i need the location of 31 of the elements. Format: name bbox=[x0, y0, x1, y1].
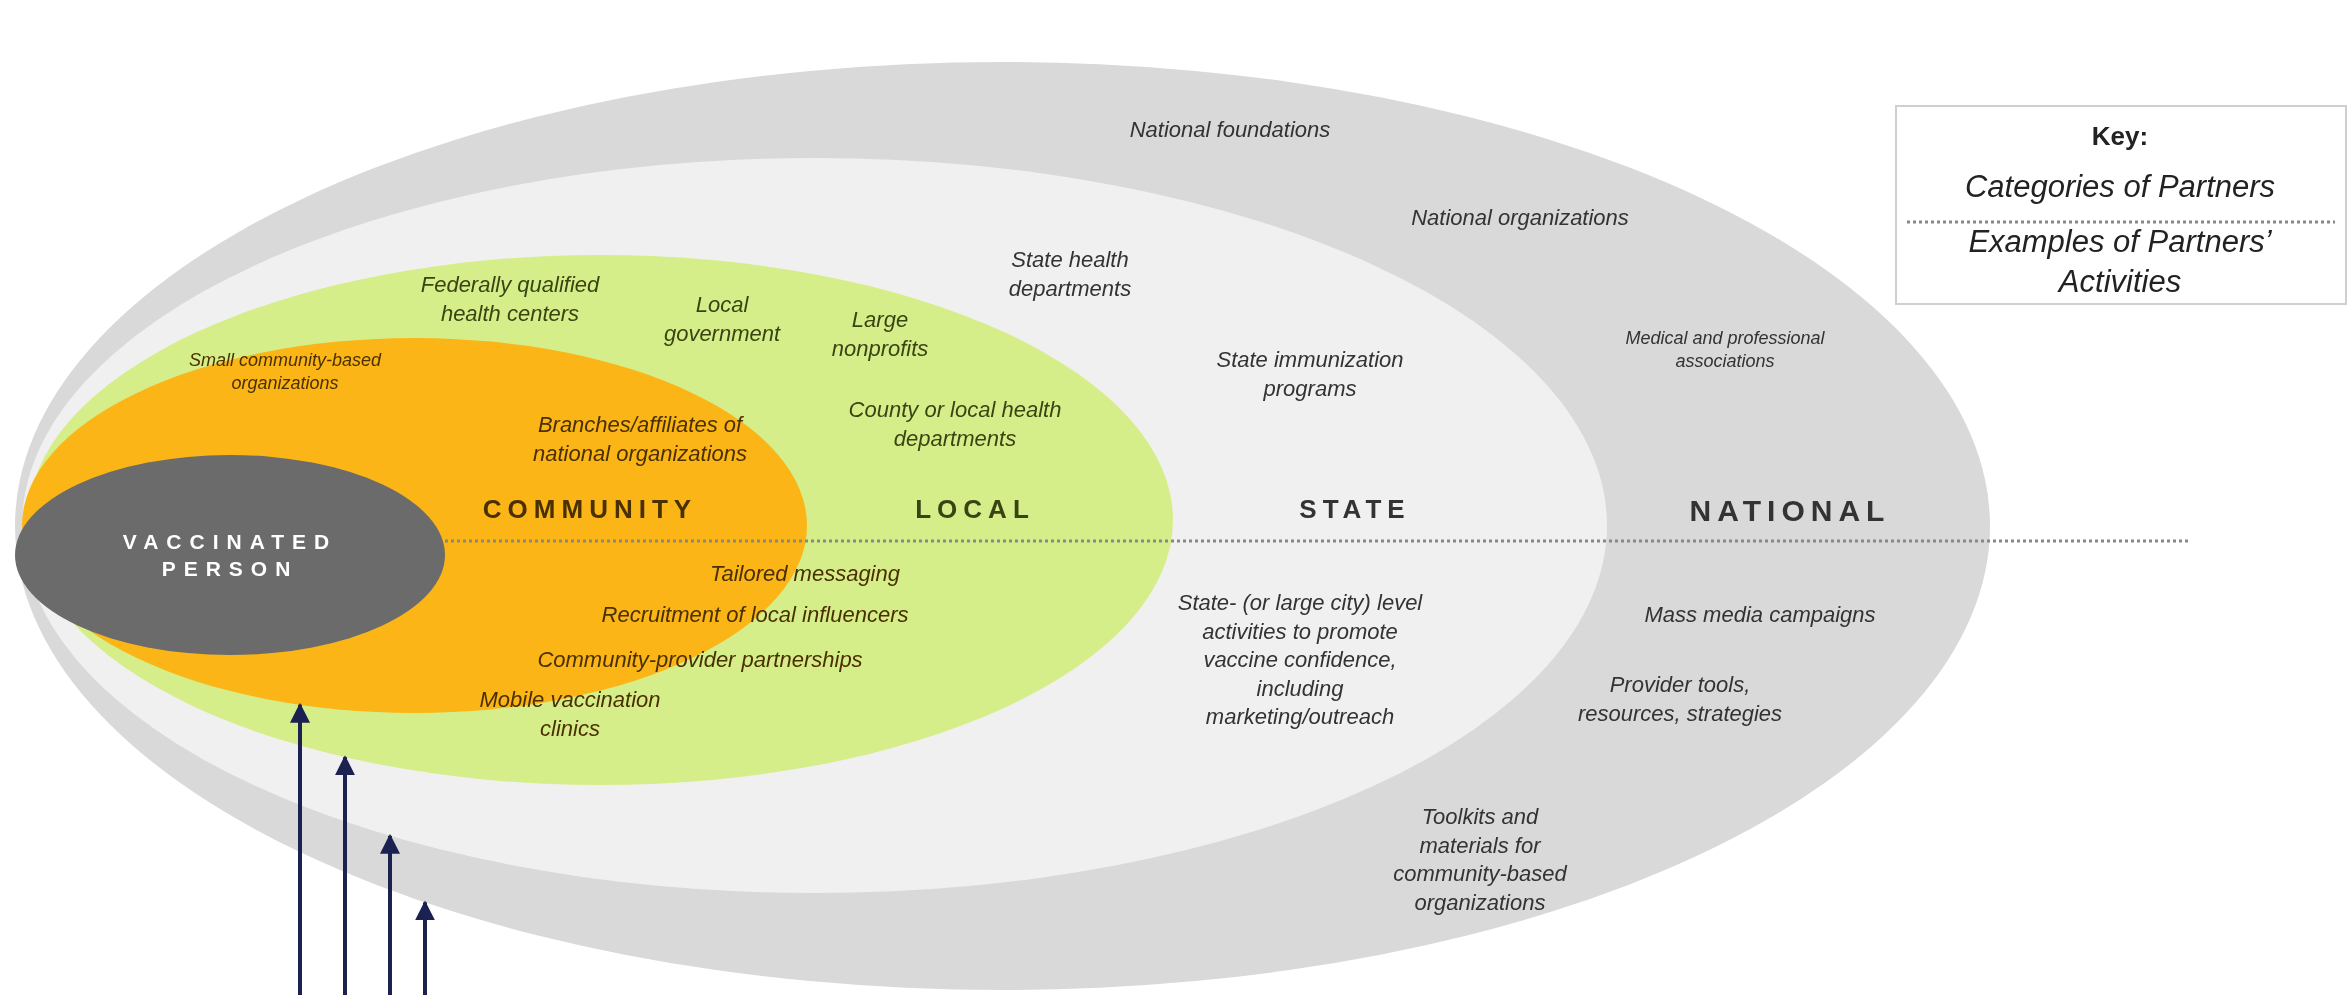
arrow bbox=[290, 702, 310, 995]
partner-category-text: Medical and professional associations bbox=[1624, 326, 1826, 373]
arrow bbox=[415, 900, 435, 995]
activity-text: Mobile vaccination clinics bbox=[478, 686, 662, 743]
activity-text: Mass media campaigns bbox=[1644, 600, 1876, 629]
activity-text: Provider tools, resources, strategies bbox=[1576, 671, 1784, 728]
level-label: NATIONAL bbox=[1689, 492, 1891, 529]
key-entry: Examples of Partners’ Activities bbox=[1967, 222, 2273, 301]
partner-category-text: County or local health departments bbox=[847, 396, 1063, 453]
person-ellipse bbox=[15, 455, 445, 655]
partner-category-text: Large nonprofits bbox=[830, 306, 930, 363]
level-label: COMMUNITY bbox=[482, 493, 698, 527]
partner-category-text: Branches/affiliates of national organizations bbox=[531, 411, 748, 468]
activity-text: Tailored messaging bbox=[710, 559, 900, 588]
key-entry: Categories of Partners bbox=[1964, 167, 2276, 206]
partner-category-text: National foundations bbox=[1129, 115, 1331, 144]
arrow bbox=[380, 833, 400, 995]
partner-category-text: State health departments bbox=[1007, 246, 1133, 303]
activity-text: State- (or large city) level activities to promote vaccine confidence, including marketing/outreach bbox=[1176, 588, 1424, 731]
arrow bbox=[335, 755, 355, 995]
key-box bbox=[1895, 105, 2347, 305]
level-label: STATE bbox=[1299, 493, 1411, 527]
partner-category-text: State immunization programs bbox=[1215, 346, 1405, 403]
key-heading: Key: bbox=[2091, 120, 2149, 154]
partner-category-text: Small community-based organizations bbox=[187, 348, 383, 395]
activity-text: Toolkits and materials for community-based organizations bbox=[1392, 802, 1569, 917]
partner-category-text: Federally qualified health centers bbox=[419, 271, 601, 328]
level-label: VACCINATED PERSON bbox=[121, 528, 339, 582]
level-label: LOCAL bbox=[915, 493, 1035, 527]
partner-category-text: Local government bbox=[662, 291, 782, 348]
partner-category-text: National organizations bbox=[1411, 203, 1629, 232]
